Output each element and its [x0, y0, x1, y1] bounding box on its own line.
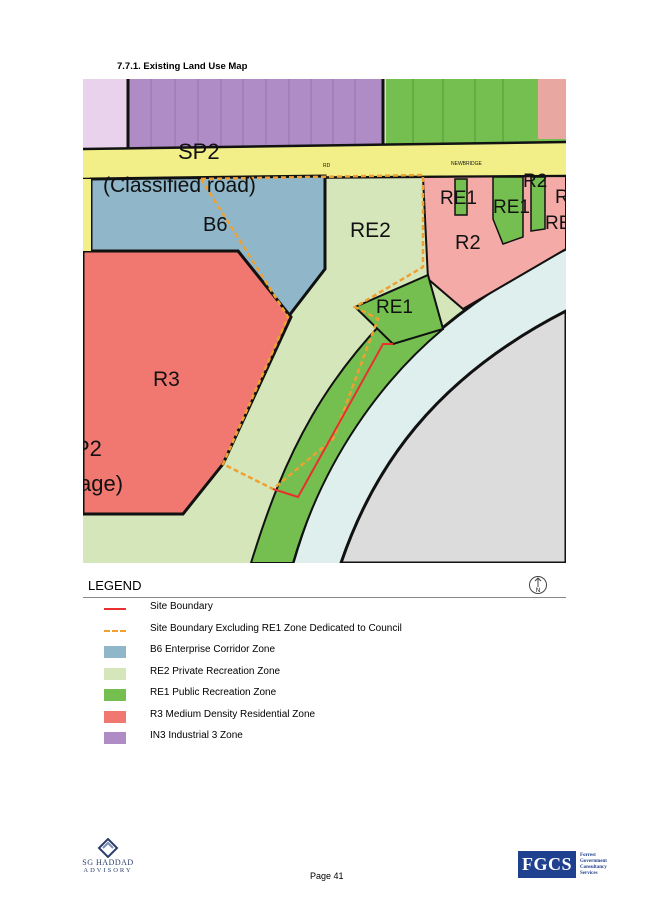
label-age-partial: age) — [83, 471, 123, 496]
label-re1-mid: RE1 — [376, 297, 413, 318]
legend-label: B6 Enterprise Corridor Zone — [150, 644, 276, 655]
label-re1-b: RE1 — [493, 197, 530, 218]
fgcs-logo: FGCS Forrest Government Consultancy Serv… — [518, 851, 607, 878]
legend-label: IN3 Industrial 3 Zone — [150, 730, 243, 741]
legend-swatch — [104, 608, 126, 610]
fgcs-logo-sub: Forrest Government Consultancy Services — [580, 852, 607, 876]
sg-haddad-logo: SG HADDAD ADVISORY — [78, 838, 138, 888]
legend-label: R3 Medium Density Residential Zone — [150, 708, 316, 720]
zone-re1-mid — [353, 273, 445, 346]
zone-r2-north — [538, 79, 566, 139]
legend-label: RE2 Private Recreation Zone — [150, 665, 281, 677]
legend-swatch — [104, 710, 126, 723]
label-re2: RE2 — [350, 219, 391, 242]
legend-swatch — [104, 667, 126, 680]
label-r2-a: R2 — [523, 171, 547, 192]
road-edge — [83, 140, 566, 151]
label-re1-a: RE1 — [440, 188, 477, 209]
zone-re1-north — [386, 79, 566, 149]
legend-swatch — [104, 689, 126, 701]
fgcs-logo-text: FGCS — [518, 851, 577, 878]
label-rd: RD — [323, 163, 331, 169]
label-r3: R3 — [153, 368, 180, 391]
logo-left-line2: ADVISORY — [83, 867, 133, 874]
zone-r3 — [83, 249, 293, 516]
north-arrow-icon: N — [528, 575, 548, 595]
label-b6: B6 — [203, 214, 227, 236]
legend-label: Site Boundary — [150, 601, 213, 612]
site-boundary — [272, 343, 393, 499]
label-sp2: SP2 — [178, 139, 220, 164]
label-r-partial: R — [555, 187, 566, 208]
label-r2-b: R2 — [455, 232, 481, 254]
page-number: Page 41 — [310, 871, 344, 881]
road-sp2 — [83, 141, 566, 179]
zone-grey — [339, 309, 566, 563]
zone-in3-light — [83, 79, 128, 149]
legend-swatch — [104, 629, 126, 632]
label-newbridge: NEWBRIDGE — [451, 161, 483, 167]
map-svg: SP2 (Classified road) RD NEWBRIDGE B6 RE… — [83, 79, 566, 563]
label-re-partial: RE — [545, 213, 566, 234]
legend-label: RE1 Public Recreation Zone — [150, 687, 277, 698]
re1-small-parcels — [454, 176, 546, 245]
re1-parcel-lines — [412, 79, 504, 149]
dashed-boundary — [199, 173, 425, 491]
sg-haddad-mark-icon — [97, 838, 119, 858]
svg-text:N: N — [536, 588, 540, 594]
legend-title: LEGEND — [88, 578, 142, 593]
label-sp2-partial: P2 — [83, 436, 102, 461]
road-strip — [83, 179, 91, 251]
legend-label: Site Boundary Excluding RE1 Zone Dedicat… — [150, 622, 402, 634]
label-classified-road: (Classified road) — [103, 174, 256, 197]
logo-left-line1: SG HADDAD — [82, 858, 134, 867]
zone-in3 — [83, 79, 383, 149]
in3-parcel-lines — [150, 79, 356, 149]
section-heading: 7.7.1. Existing Land Use Map — [117, 61, 248, 72]
land-use-map: SP2 (Classified road) RD NEWBRIDGE B6 RE… — [83, 79, 566, 563]
legend-divider — [83, 597, 566, 598]
legend-swatch — [104, 646, 126, 658]
legend-swatch — [104, 732, 126, 744]
